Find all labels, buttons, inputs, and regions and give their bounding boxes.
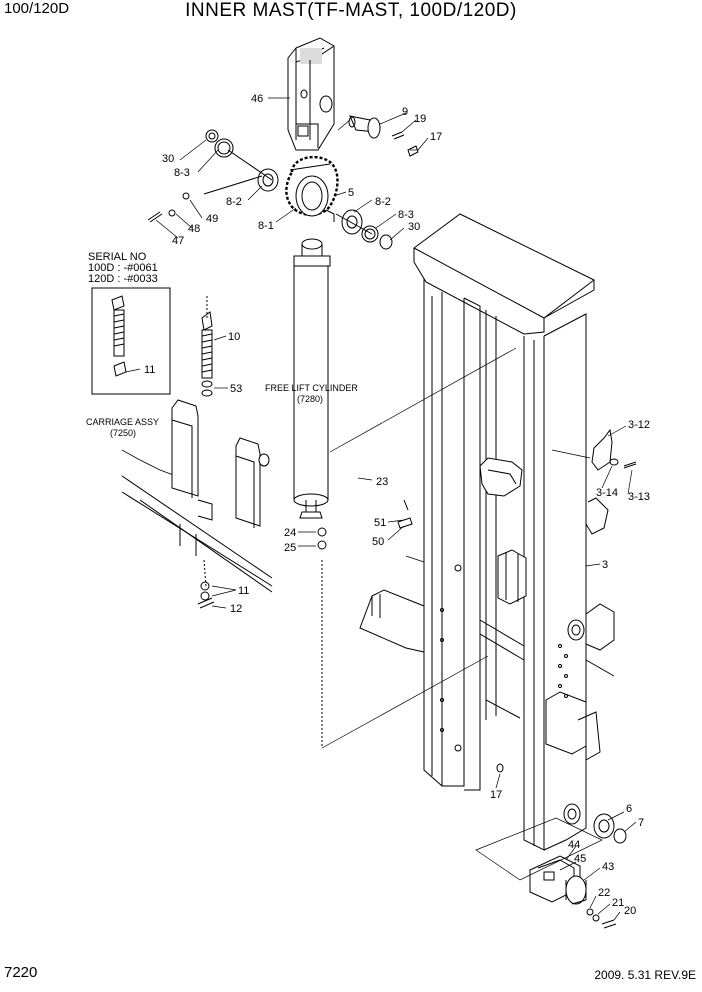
callout-11-box: 11: [144, 364, 155, 376]
callout-24: 24: [284, 527, 296, 539]
bottom-roller-parts: [529, 813, 627, 929]
free-lift-cylinder-label: FREE LIFT CYLINDER: [265, 383, 358, 393]
callout-43: 43: [602, 861, 614, 873]
callout-8-3-right: 8-3: [398, 209, 414, 221]
callout-30-left: 30: [162, 153, 174, 165]
page-title: INNER MAST(TF-MAST, 100D/120D): [185, 0, 517, 21]
callout-6: 6: [626, 803, 632, 815]
callout-3: 3: [602, 559, 608, 571]
callout-21: 21: [612, 897, 624, 909]
free-lift-cylinder: [293, 238, 331, 748]
serial-variant-box: [91, 287, 171, 395]
callout-17-top: 17: [430, 131, 442, 143]
callout-3-13: 3-13: [628, 491, 650, 503]
callout-30-right: 30: [408, 221, 420, 233]
pin-9-assembly: [348, 115, 419, 157]
serial-no-100d: 100D : -#0061: [88, 262, 158, 274]
callout-22: 22: [598, 887, 610, 899]
callout-3-12: 3-12: [628, 419, 650, 431]
callout-8-1: 8-1: [258, 220, 274, 232]
carriage-assy: [121, 399, 273, 609]
callout-19: 19: [414, 113, 426, 125]
callout-20: 20: [624, 905, 636, 917]
callout-17-bottom: 17: [490, 789, 502, 801]
page-number: 7220: [4, 964, 38, 981]
callout-8-2-left: 8-2: [226, 196, 242, 208]
revision-date: 2009. 5.31 REV.9E: [594, 968, 696, 982]
anchor-bolt-10: [201, 296, 213, 397]
callout-53: 53: [230, 383, 242, 395]
top-bracket-46: [287, 37, 335, 151]
serial-no-title: SERIAL NO: [88, 251, 147, 263]
serial-no-120d: 120D : -#0033: [88, 273, 158, 285]
model-code: 100/120D: [4, 0, 70, 17]
callout-47: 47: [172, 235, 184, 247]
callout-48: 48: [188, 223, 200, 235]
callout-11-lower: 11: [238, 585, 249, 597]
callout-23: 23: [376, 476, 388, 488]
callout-25: 25: [284, 542, 296, 554]
callout-45: 45: [574, 853, 586, 865]
callout-49: 49: [206, 213, 218, 225]
callout-12: 12: [230, 603, 242, 615]
callout-7: 7: [638, 817, 644, 829]
carriage-assy-label: CARRIAGE ASSY: [86, 417, 159, 427]
callout-50: 50: [372, 536, 384, 548]
callout-8-3-left: 8-3: [174, 167, 190, 179]
callout-46: 46: [251, 93, 263, 105]
chain-wheel-assembly: [147, 129, 393, 250]
callout-5: 5: [348, 187, 354, 199]
inner-mast-frame: [359, 213, 637, 851]
callout-8-2-right: 8-2: [375, 196, 391, 208]
leader-lines: [125, 97, 637, 921]
callout-44: 44: [568, 839, 580, 851]
callout-9: 9: [402, 106, 408, 118]
carriage-assy-ref: (7250): [110, 428, 136, 438]
free-lift-cylinder-ref: (7280): [297, 394, 323, 404]
callout-10: 10: [228, 331, 240, 343]
callout-3-14: 3-14: [596, 487, 618, 499]
callout-51: 51: [374, 517, 386, 529]
